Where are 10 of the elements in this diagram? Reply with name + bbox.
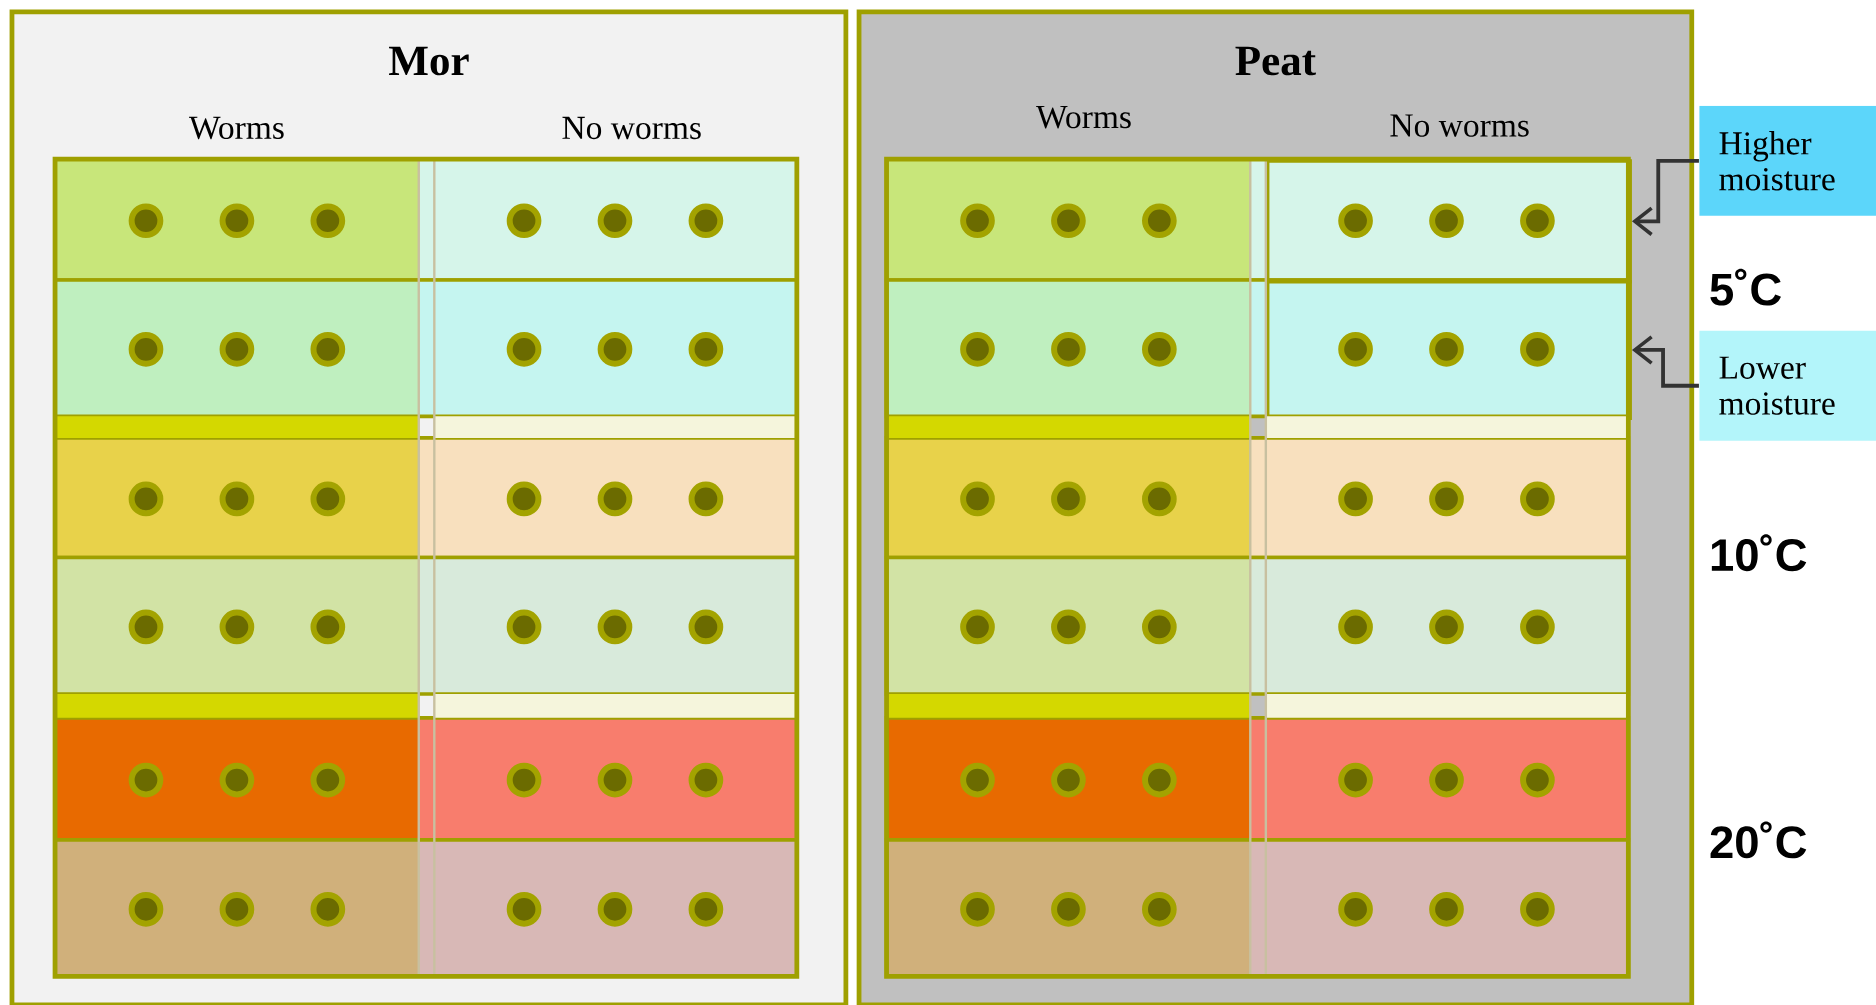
temperature-label: 5˚C (1710, 268, 1781, 306)
arrow (1631, 335, 1699, 388)
temperature-label: 20˚C (1710, 821, 1807, 859)
callout-box: Higher moisture (1699, 105, 1876, 216)
column-heading: Worms (189, 116, 284, 140)
column-heading: Worms (1036, 106, 1131, 129)
column-heading: No worms (562, 116, 701, 140)
temperature-label: 10˚C (1711, 534, 1807, 572)
callout-box: Lower moisture (1699, 330, 1876, 441)
arrow (1631, 158, 1699, 236)
